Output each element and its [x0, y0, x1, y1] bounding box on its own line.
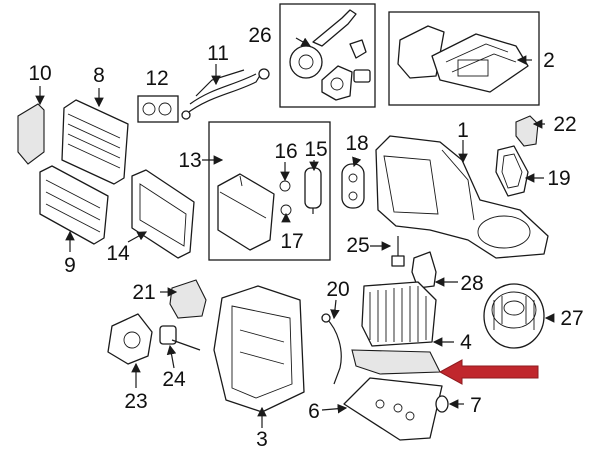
callout-13: 13: [178, 149, 201, 172]
part-25-screw: [391, 236, 405, 267]
part-7-grommet: [435, 395, 449, 413]
callout-27: 27: [560, 307, 583, 330]
part-19-gasket: [495, 145, 529, 197]
callout-23: 23: [124, 390, 147, 413]
part-13-assembly: [217, 167, 322, 251]
part-2-housing: [397, 25, 529, 93]
part-14-filter-frame: [131, 169, 195, 259]
part-21-sensor: [169, 279, 207, 319]
part-26-assembly: [289, 9, 371, 101]
callout-7: 7: [470, 394, 482, 417]
part-6-tray: [343, 377, 443, 441]
callout-24: 24: [162, 368, 186, 391]
callout-11: 11: [207, 42, 229, 65]
part-5-filter-cover: [351, 349, 441, 375]
part-24-temp-sensor: [159, 325, 201, 351]
callout-6: 6: [308, 400, 320, 423]
callout-9: 9: [64, 254, 76, 277]
part-28-connector: [411, 251, 437, 289]
group-box-2: [388, 11, 540, 106]
callout-28: 28: [460, 272, 483, 295]
callout-16: 16: [274, 140, 297, 163]
callout-25: 25: [346, 234, 369, 257]
callout-21: 21: [132, 281, 155, 304]
callout-12: 12: [145, 67, 168, 90]
part-12-orings: [137, 95, 179, 123]
part-20-drain-tube: [321, 313, 342, 385]
callout-14: 14: [106, 242, 130, 265]
callout-3: 3: [256, 428, 268, 450]
callout-26: 26: [248, 24, 271, 47]
callout-17: 17: [280, 230, 303, 253]
callout-1: 1: [457, 119, 469, 142]
part-1-hvac-case: [375, 135, 549, 259]
callout-19: 19: [547, 167, 570, 190]
leader-lines: [35, 37, 555, 428]
group-box-26: [279, 3, 376, 108]
part-23-actuator: [107, 313, 153, 365]
part-27-blower-motor: [483, 283, 545, 349]
callout-2: 2: [543, 49, 555, 72]
part-8-evaporator: [61, 99, 129, 185]
part-3-lower-case: [213, 285, 305, 413]
callout-8: 8: [93, 64, 105, 87]
callout-15: 15: [304, 138, 327, 161]
part-4-cabin-filter: [361, 281, 437, 347]
callout-20: 20: [326, 278, 349, 301]
callout-4: 4: [460, 331, 472, 354]
group-box-13: [208, 121, 331, 261]
part-22-bracket: [515, 115, 539, 147]
callout-22: 22: [553, 113, 576, 136]
part-9-heater-core: [39, 165, 109, 245]
callout-10: 10: [28, 62, 51, 85]
callout-18: 18: [345, 132, 368, 155]
part-18-actuator: [341, 163, 365, 209]
part-10-bracket: [17, 103, 45, 165]
part-11-ac-lines: [181, 68, 270, 120]
highlight-arrow: [438, 359, 539, 385]
callout-labels: 10 8 12 11 26 2 22 1 13 16 15 18 19 17 1…: [28, 24, 583, 450]
